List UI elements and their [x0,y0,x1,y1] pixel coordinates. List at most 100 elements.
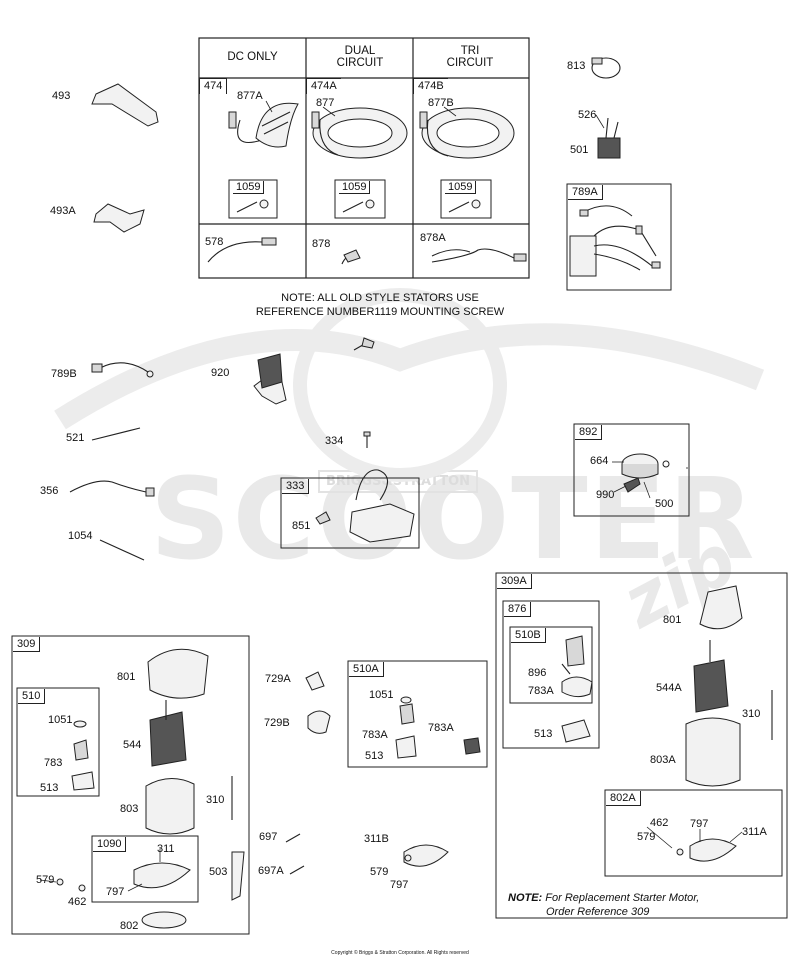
clamp-813-drawing [591,57,621,79]
label-877: 877 [316,97,335,109]
label-493: 493 [52,90,71,102]
header-dual-circuit: DUAL CIRCUIT [336,45,384,69]
label-311a: 311A [742,826,767,838]
copyright: Copyright © Briggs & Stratton Corporatio… [331,950,469,956]
label-1051: 1051 [48,714,73,726]
ref-474-tag: 474 [199,78,227,94]
drive-510a-box [347,660,488,768]
screw-697-drawing [285,833,301,843]
label-510: 510 [18,689,46,704]
label-878: 878 [312,238,331,250]
harness-789a-drawing [569,205,661,277]
bracket-493a-drawing [93,203,145,233]
label-309a: 309A [497,574,532,589]
label-544a: 544A [656,682,682,694]
ref-474b-tag: 474B [413,78,448,94]
label-920: 920 [211,367,230,379]
label-797-b: 797 [390,879,409,891]
starter-note-text: For Replacement Starter Motor, [542,892,700,904]
label-664: 664 [590,455,609,467]
label-579: 579 [36,874,55,886]
starter-note-prefix: NOTE: [508,892,543,904]
label-521: 521 [66,432,85,444]
harness-789a-box [566,183,672,291]
label-310-b: 310 [742,708,761,720]
label-896: 896 [528,667,547,679]
label-513-c: 513 [534,728,553,740]
stator-note-line2: REFERENCE NUMBER1119 MOUNTING SCREW [255,306,505,318]
keyswitch-drawing [621,453,670,493]
label-803a: 803A [650,754,676,766]
label-311b: 311B [364,833,389,845]
wire-1054-drawing [99,539,145,561]
starter-309-box [11,635,250,935]
stator-note-line1: NOTE: ALL OLD STYLE STATORS USE [281,292,479,304]
stator-877b-drawing [419,107,515,159]
label-309: 309 [13,637,41,652]
label-877a: 877A [237,90,263,102]
label-311: 311 [157,843,175,855]
label-501: 501 [570,144,589,156]
rod-521-drawing [91,427,141,441]
screw-334-drawing [363,431,371,448]
starter-note-line2: Order Reference 309 [546,906,650,918]
watermark-swoosh [54,288,765,482]
stator-877a-drawing [228,102,299,148]
label-500: 500 [655,498,674,510]
stator-877-drawing [311,107,408,159]
label-697: 697 [259,831,278,843]
header-dc-only: DC ONLY [227,51,278,63]
rectifier-501-drawing [597,117,621,159]
label-892: 892 [575,425,603,440]
label-1054: 1054 [68,530,93,542]
label-513-b: 513 [365,750,384,762]
label-310: 310 [206,794,225,806]
wire-789b-drawing [91,362,154,378]
label-544: 544 [123,739,142,751]
bushing-729b-drawing [307,710,331,734]
label-783a-left: 783A [362,729,388,741]
ignition-coil-drawing [315,469,415,543]
label-503: 503 [209,866,228,878]
label-802: 802 [120,920,139,932]
label-1090: 1090 [93,837,127,852]
drive-510-box [16,687,100,797]
label-493a: 493A [50,205,76,217]
bracket-493-drawing [91,83,159,127]
starter-309a-parts [561,585,773,862]
label-510b: 510B [511,628,546,643]
label-462-b: 462 [650,817,669,829]
label-801: 801 [117,671,136,683]
label-789a: 789A [568,185,603,200]
label-513: 513 [40,782,59,794]
label-526: 526 [578,109,597,121]
label-789b: 789B [51,368,77,380]
label-1059-c: 1059 [445,181,477,194]
wire-356-drawing [69,480,155,497]
endcap-311b-drawing [403,844,449,867]
label-729b: 729B [264,717,290,729]
starter-309a-box [495,572,788,919]
ignition-333-box [280,477,420,549]
label-578: 578 [205,236,224,248]
label-878a: 878A [420,232,446,244]
label-579-c: 579 [637,831,656,843]
label-510a: 510A [349,662,384,677]
drive-510b-box [509,626,593,704]
label-729a: 729A [265,673,291,685]
label-802a: 802A [606,791,641,806]
label-1059-b: 1059 [339,181,371,194]
label-579-b: 579 [370,866,389,878]
label-334: 334 [325,435,344,447]
label-990: 990 [596,489,615,501]
end-cap-1090-box [91,835,199,903]
label-783a-b: 783A [528,685,554,697]
drive-876-box [502,600,600,749]
label-1051-b: 1051 [369,689,394,701]
label-783a-right: 783A [428,722,454,734]
starter-309-parts [56,648,245,929]
label-803: 803 [120,803,139,815]
clip-729a-drawing [305,671,325,691]
